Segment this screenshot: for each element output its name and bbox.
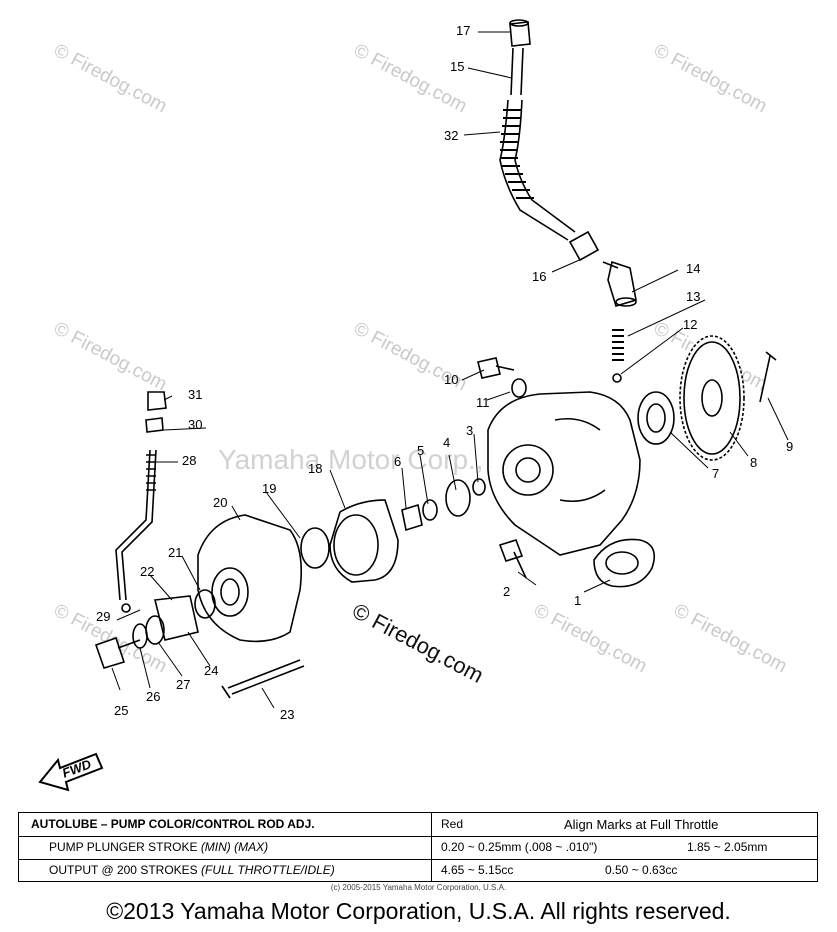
pump-cover-18 bbox=[329, 499, 399, 583]
spec-cell: Red bbox=[441, 817, 464, 831]
part-label: 28 bbox=[182, 453, 197, 468]
spec-text: PUMP PLUNGER STROKE bbox=[49, 840, 201, 854]
part-label: 25 bbox=[114, 703, 129, 718]
spring-13 bbox=[612, 329, 624, 361]
part-label: 16 bbox=[532, 269, 547, 284]
spec-cell: 0.20 ~ 0.25mm (.008 ~ .010") bbox=[441, 840, 598, 854]
part-label: 11 bbox=[476, 395, 490, 410]
part-label: 14 bbox=[686, 261, 701, 276]
pump-housing-20 bbox=[197, 514, 303, 643]
part-label: 5 bbox=[417, 443, 425, 458]
o-ring-19 bbox=[300, 527, 330, 569]
spec-text: (MIN) (MAX) bbox=[200, 840, 269, 854]
spec-row: OUTPUT @ 200 STROKES (FULL THROTTLE/IDLE… bbox=[19, 859, 817, 882]
spec-row: AUTOLUBE – PUMP COLOR/CONTROL ROD ADJ. R… bbox=[19, 813, 817, 837]
part-label: 15 bbox=[450, 59, 465, 74]
oil-tube-assembly bbox=[499, 19, 637, 307]
spec-cell: 4.65 ~ 5.15cc bbox=[441, 863, 514, 877]
spec-cell: OUTPUT @ 200 STROKES (FULL THROTTLE/IDLE… bbox=[49, 863, 335, 877]
pump-body bbox=[487, 391, 641, 556]
spec-table-divider bbox=[431, 813, 432, 881]
spec-text: OUTPUT @ 200 STROKES bbox=[49, 863, 201, 877]
spec-cell: Align Marks at Full Throttle bbox=[564, 817, 719, 832]
part-label: 6 bbox=[394, 454, 402, 469]
part-label: 32 bbox=[444, 128, 459, 143]
spec-cell: 0.50 ~ 0.63cc bbox=[605, 863, 678, 877]
small-copyright: (c) 2005-2015 Yamaha Motor Corporation, … bbox=[330, 883, 507, 892]
spec-cell: AUTOLUBE – PUMP COLOR/CONTROL ROD ADJ. bbox=[31, 817, 315, 831]
part-label: 26 bbox=[146, 689, 161, 704]
part-label: 19 bbox=[262, 481, 277, 496]
part-label: 12 bbox=[683, 317, 698, 332]
copyright-notice: ©2013 Yamaha Motor Corporation, U.S.A. A… bbox=[106, 898, 731, 924]
part-label: 17 bbox=[456, 23, 471, 38]
spec-text: (FULL THROTTLE/IDLE) bbox=[201, 863, 335, 877]
leader-lines bbox=[111, 31, 789, 709]
spec-row: PUMP PLUNGER STROKE (MIN) (MAX) 0.20 ~ 0… bbox=[19, 836, 817, 860]
part-label: 3 bbox=[466, 423, 474, 438]
part-label: 7 bbox=[712, 466, 720, 481]
part-label: 2 bbox=[503, 584, 511, 599]
spec-table: AUTOLUBE – PUMP COLOR/CONTROL ROD ADJ. R… bbox=[18, 812, 818, 882]
check-ball-12 bbox=[612, 373, 622, 383]
screw-23 bbox=[221, 659, 305, 699]
part-label: 21 bbox=[168, 545, 183, 560]
fwd-arrow-icon bbox=[38, 752, 104, 792]
control-rod-28 bbox=[115, 449, 157, 601]
part-label: 9 bbox=[786, 439, 794, 454]
oil-seal-7 bbox=[637, 391, 675, 445]
part-label: 20 bbox=[213, 495, 228, 510]
part-label: 23 bbox=[280, 707, 295, 722]
part-label: 18 bbox=[308, 461, 323, 476]
part-label: 29 bbox=[96, 609, 111, 624]
gasket-1 bbox=[593, 538, 656, 588]
part-label: 1 bbox=[574, 593, 582, 608]
pin-9 bbox=[759, 351, 777, 403]
part-label: 24 bbox=[204, 663, 219, 678]
part-label: 13 bbox=[686, 289, 701, 304]
exploded-parts-diagram bbox=[38, 19, 789, 792]
part-label: 22 bbox=[140, 564, 155, 579]
part-label: 4 bbox=[443, 435, 451, 450]
part-label: 8 bbox=[750, 455, 758, 470]
drive-gear-8 bbox=[679, 335, 745, 461]
part-label: 30 bbox=[188, 417, 203, 432]
part-label: 10 bbox=[444, 372, 459, 387]
part-label: 31 bbox=[188, 387, 203, 402]
part-label: 27 bbox=[176, 677, 191, 692]
spec-cell: PUMP PLUNGER STROKE (MIN) (MAX) bbox=[49, 840, 268, 854]
spec-cell: 1.85 ~ 2.05mm bbox=[687, 840, 768, 854]
